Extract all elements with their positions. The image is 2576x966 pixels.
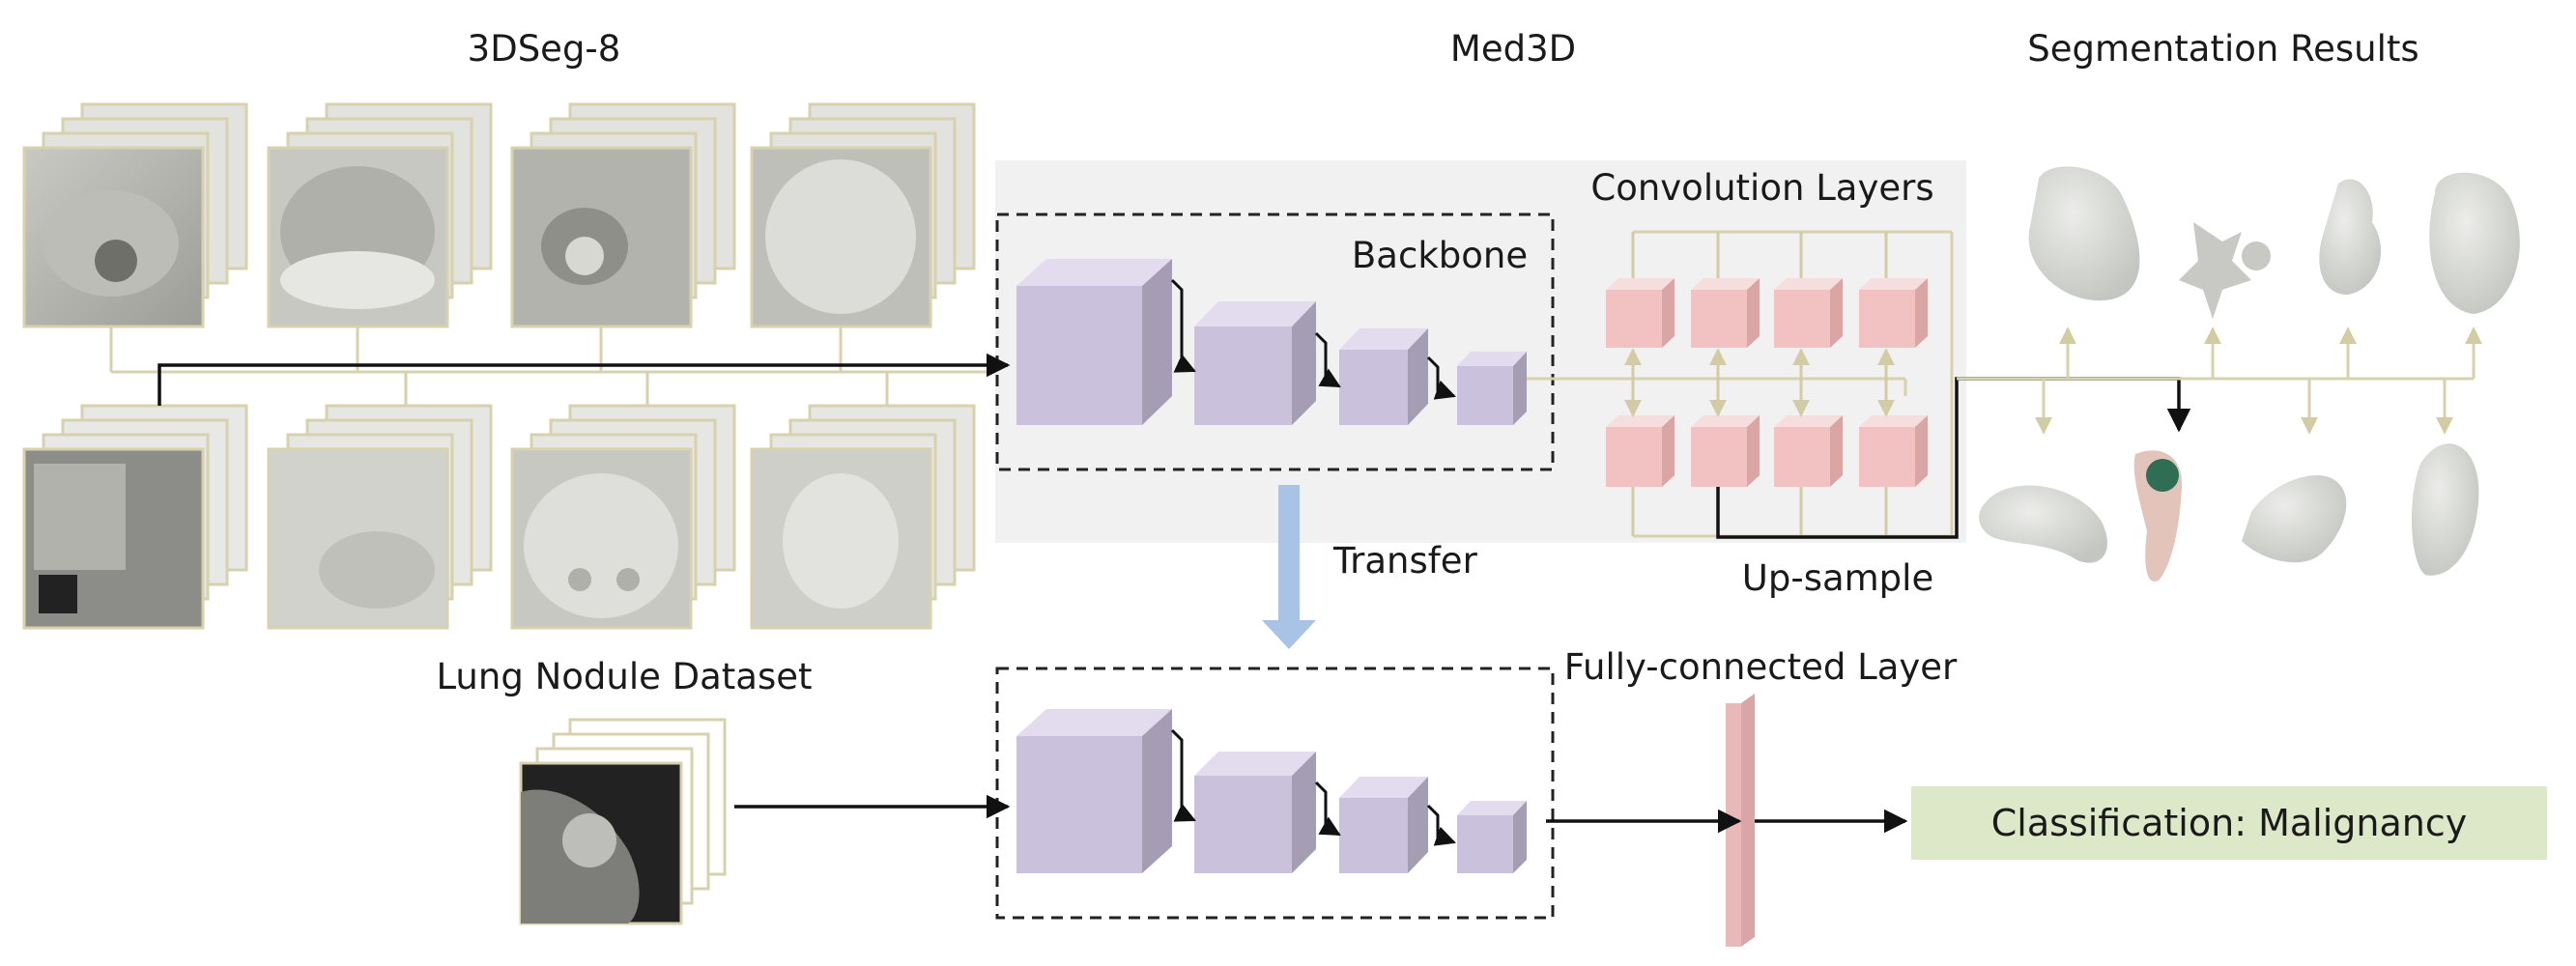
organ-stomach — [2319, 179, 2382, 295]
scan-stack-liver — [267, 102, 493, 328]
conv-cubes-bottom-row — [1606, 415, 1928, 487]
scan-stack-abdomen-ct — [22, 404, 248, 630]
upsample-arrow — [1716, 377, 2191, 539]
cube-3 — [1339, 328, 1428, 425]
organ-shapes — [1979, 166, 2520, 582]
backbone-label: Backbone — [1351, 235, 1529, 276]
classification-result-label: Classification: Malignancy — [1990, 802, 2468, 844]
conv-connectors — [1624, 232, 1895, 536]
scan-stack-lung-nodule — [519, 718, 727, 925]
backbone-cubes-top — [1016, 259, 1527, 425]
results-title: Segmentation Results — [2027, 28, 2419, 70]
up-sample-label: Up-sample — [1741, 557, 1934, 599]
organ-spleen — [1979, 485, 2107, 563]
organ-brain — [2429, 172, 2520, 314]
transfer-arrow — [1262, 485, 1316, 649]
scan-stack-brain — [750, 102, 976, 328]
model-title: Med3D — [1449, 28, 1577, 70]
results-connectors — [1957, 327, 2482, 435]
nodule — [2146, 459, 2179, 492]
classification-result-box: Classification: Malignancy — [1911, 786, 2547, 860]
organ-kidney — [2411, 443, 2479, 576]
input-arrow-top — [157, 353, 1011, 406]
scan-stack-kidney — [510, 404, 736, 630]
dataset-title: 3DSeg-8 — [467, 28, 621, 70]
scan-stack-pelvis — [22, 102, 248, 328]
transfer-label: Transfer — [1333, 540, 1477, 582]
backbone-box-bottom — [995, 667, 1555, 920]
cube-4 — [1457, 352, 1527, 425]
organ-liver — [2028, 166, 2140, 301]
convolution-layers-label: Convolution Layers — [1590, 167, 1934, 209]
cube-1 — [1016, 259, 1172, 425]
organ-vessels — [2179, 222, 2251, 319]
cube-2 — [1194, 301, 1316, 425]
scan-stack-coronal — [750, 404, 976, 630]
backbone-cubes-bottom — [1016, 709, 1527, 873]
conv-cubes-top-row — [1606, 278, 1928, 348]
backbone-box-top — [995, 213, 1555, 471]
organ-pancreas — [2242, 474, 2347, 563]
scan-stack-spleen — [267, 404, 493, 630]
lung-nodule-dataset-label: Lung Nodule Dataset — [436, 656, 813, 697]
scan-stack-cardiac — [510, 102, 736, 328]
fully-connected-layer-label: Fully-connected Layer — [1563, 646, 1958, 688]
